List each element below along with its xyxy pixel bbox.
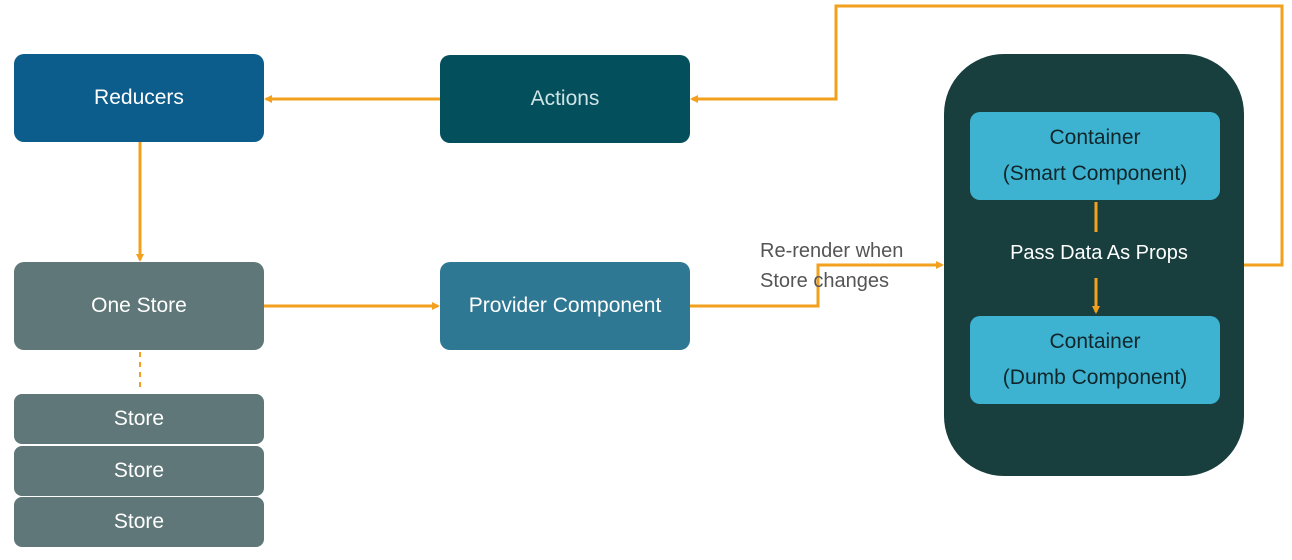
reducers-label: Reducers [94, 85, 184, 109]
provider-component-label: Provider Component [468, 293, 662, 317]
store-label: Store [113, 458, 165, 482]
store-node: Store [14, 394, 264, 444]
arrow-provider-to-containers [690, 261, 944, 308]
dumb-container-node: Container (Dumb Component) [970, 316, 1220, 404]
store-label: Store [113, 509, 165, 533]
provider-component-node: Provider Component [440, 262, 690, 350]
store-node: Store [14, 497, 264, 547]
one-store-node: One Store [14, 262, 264, 350]
one-store-label: One Store [91, 293, 187, 317]
rerender-line-1: Re-render when [760, 240, 904, 262]
pass-data-label: Pass Data As Props [1010, 242, 1188, 264]
reducers-node: Reducers [14, 54, 264, 142]
store-node: Store [14, 446, 264, 496]
smart-container-subtitle: (Smart Component) [1002, 162, 1188, 185]
actions-node: Actions [440, 55, 690, 143]
rerender-edge-label: Re-render when Store changes [760, 236, 903, 296]
smart-container-node: Container (Smart Component) [970, 112, 1220, 200]
smart-container-title: Container [1049, 126, 1141, 149]
arrow-containers-to-actions [690, 4, 1284, 267]
dumb-container-subtitle: (Dumb Component) [1002, 366, 1188, 389]
rerender-line-2: Store changes [760, 270, 889, 292]
dumb-container-title: Container [1049, 330, 1141, 353]
actions-label: Actions [530, 86, 600, 110]
store-label: Store [113, 406, 165, 430]
